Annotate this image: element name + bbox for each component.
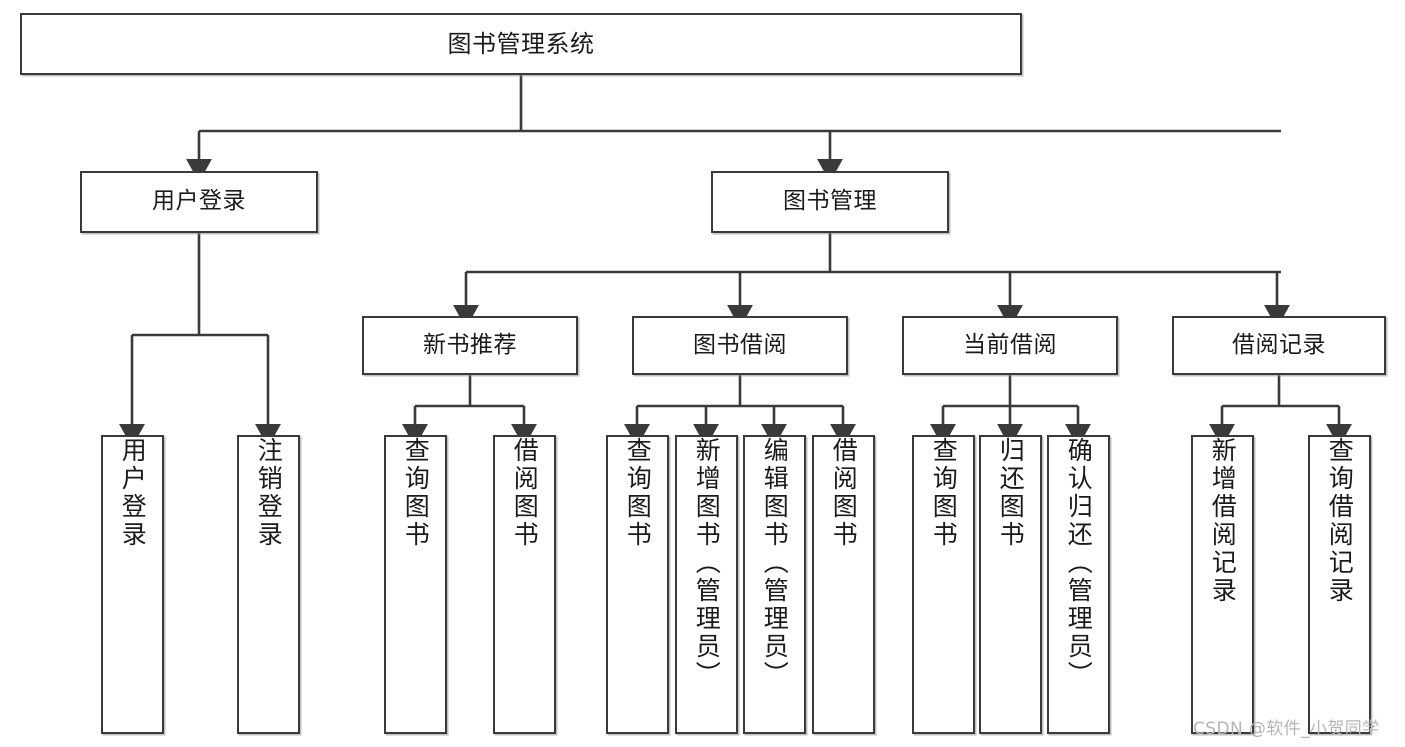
node-label: 图书借阅 bbox=[693, 331, 787, 358]
node-label: 归还图书 bbox=[996, 437, 1026, 549]
leaf-query-book-current[interactable]: 查询图书 bbox=[912, 435, 975, 734]
leaf-logout-login[interactable]: 注销登录 bbox=[237, 435, 300, 734]
node-label: 新增借阅记录 bbox=[1208, 437, 1238, 605]
watermark-text: CSDN @软件_小贺同学 bbox=[1193, 719, 1380, 739]
node-label: 用户登录 bbox=[152, 188, 246, 215]
node-new-book-recommendation[interactable]: 新书推荐 bbox=[362, 316, 578, 375]
leaf-return-book[interactable]: 归还图书 bbox=[979, 435, 1042, 734]
node-current-borrow[interactable]: 当前借阅 bbox=[902, 316, 1118, 375]
leaf-confirm-return-admin[interactable]: 确认归还（管理员） bbox=[1047, 435, 1110, 734]
node-label: 查询借阅记录 bbox=[1325, 437, 1355, 605]
node-book-management[interactable]: 图书管理 bbox=[711, 171, 949, 233]
leaf-query-borrow-record[interactable]: 查询借阅记录 bbox=[1308, 435, 1371, 734]
node-label: 图书管理系统 bbox=[447, 29, 595, 58]
leaf-query-book-borrow[interactable]: 查询图书 bbox=[606, 435, 669, 734]
leaf-user-login[interactable]: 用户登录 bbox=[101, 435, 164, 734]
node-user-login[interactable]: 用户登录 bbox=[80, 171, 318, 233]
node-label: 查询图书 bbox=[401, 437, 431, 549]
node-label: 新书推荐 bbox=[423, 331, 517, 358]
node-label: 编辑图书（管理员） bbox=[760, 437, 790, 689]
node-label: 借阅图书 bbox=[510, 437, 540, 549]
node-label: 图书管理 bbox=[783, 188, 877, 215]
node-label: 查询图书 bbox=[929, 437, 959, 549]
node-label: 当前借阅 bbox=[963, 331, 1057, 358]
node-label: 用户登录 bbox=[118, 437, 148, 549]
node-label: 查询图书 bbox=[623, 437, 653, 549]
node-root-book-management-system[interactable]: 图书管理系统 bbox=[20, 13, 1022, 75]
leaf-add-book-admin[interactable]: 新增图书（管理员） bbox=[675, 435, 738, 734]
node-label: 借阅图书 bbox=[829, 437, 859, 549]
leaf-borrow-book-new[interactable]: 借阅图书 bbox=[493, 435, 556, 734]
node-book-borrow[interactable]: 图书借阅 bbox=[632, 316, 848, 375]
leaf-borrow-book[interactable]: 借阅图书 bbox=[812, 435, 875, 734]
node-label: 确认归还（管理员） bbox=[1064, 437, 1094, 689]
leaf-add-borrow-record[interactable]: 新增借阅记录 bbox=[1191, 435, 1254, 734]
node-label: 注销登录 bbox=[254, 437, 284, 549]
leaf-edit-book-admin[interactable]: 编辑图书（管理员） bbox=[743, 435, 806, 734]
node-label: 新增图书（管理员） bbox=[692, 437, 722, 689]
node-borrow-record[interactable]: 借阅记录 bbox=[1172, 316, 1386, 375]
node-label: 借阅记录 bbox=[1232, 331, 1326, 358]
leaf-query-book-new[interactable]: 查询图书 bbox=[384, 435, 447, 734]
